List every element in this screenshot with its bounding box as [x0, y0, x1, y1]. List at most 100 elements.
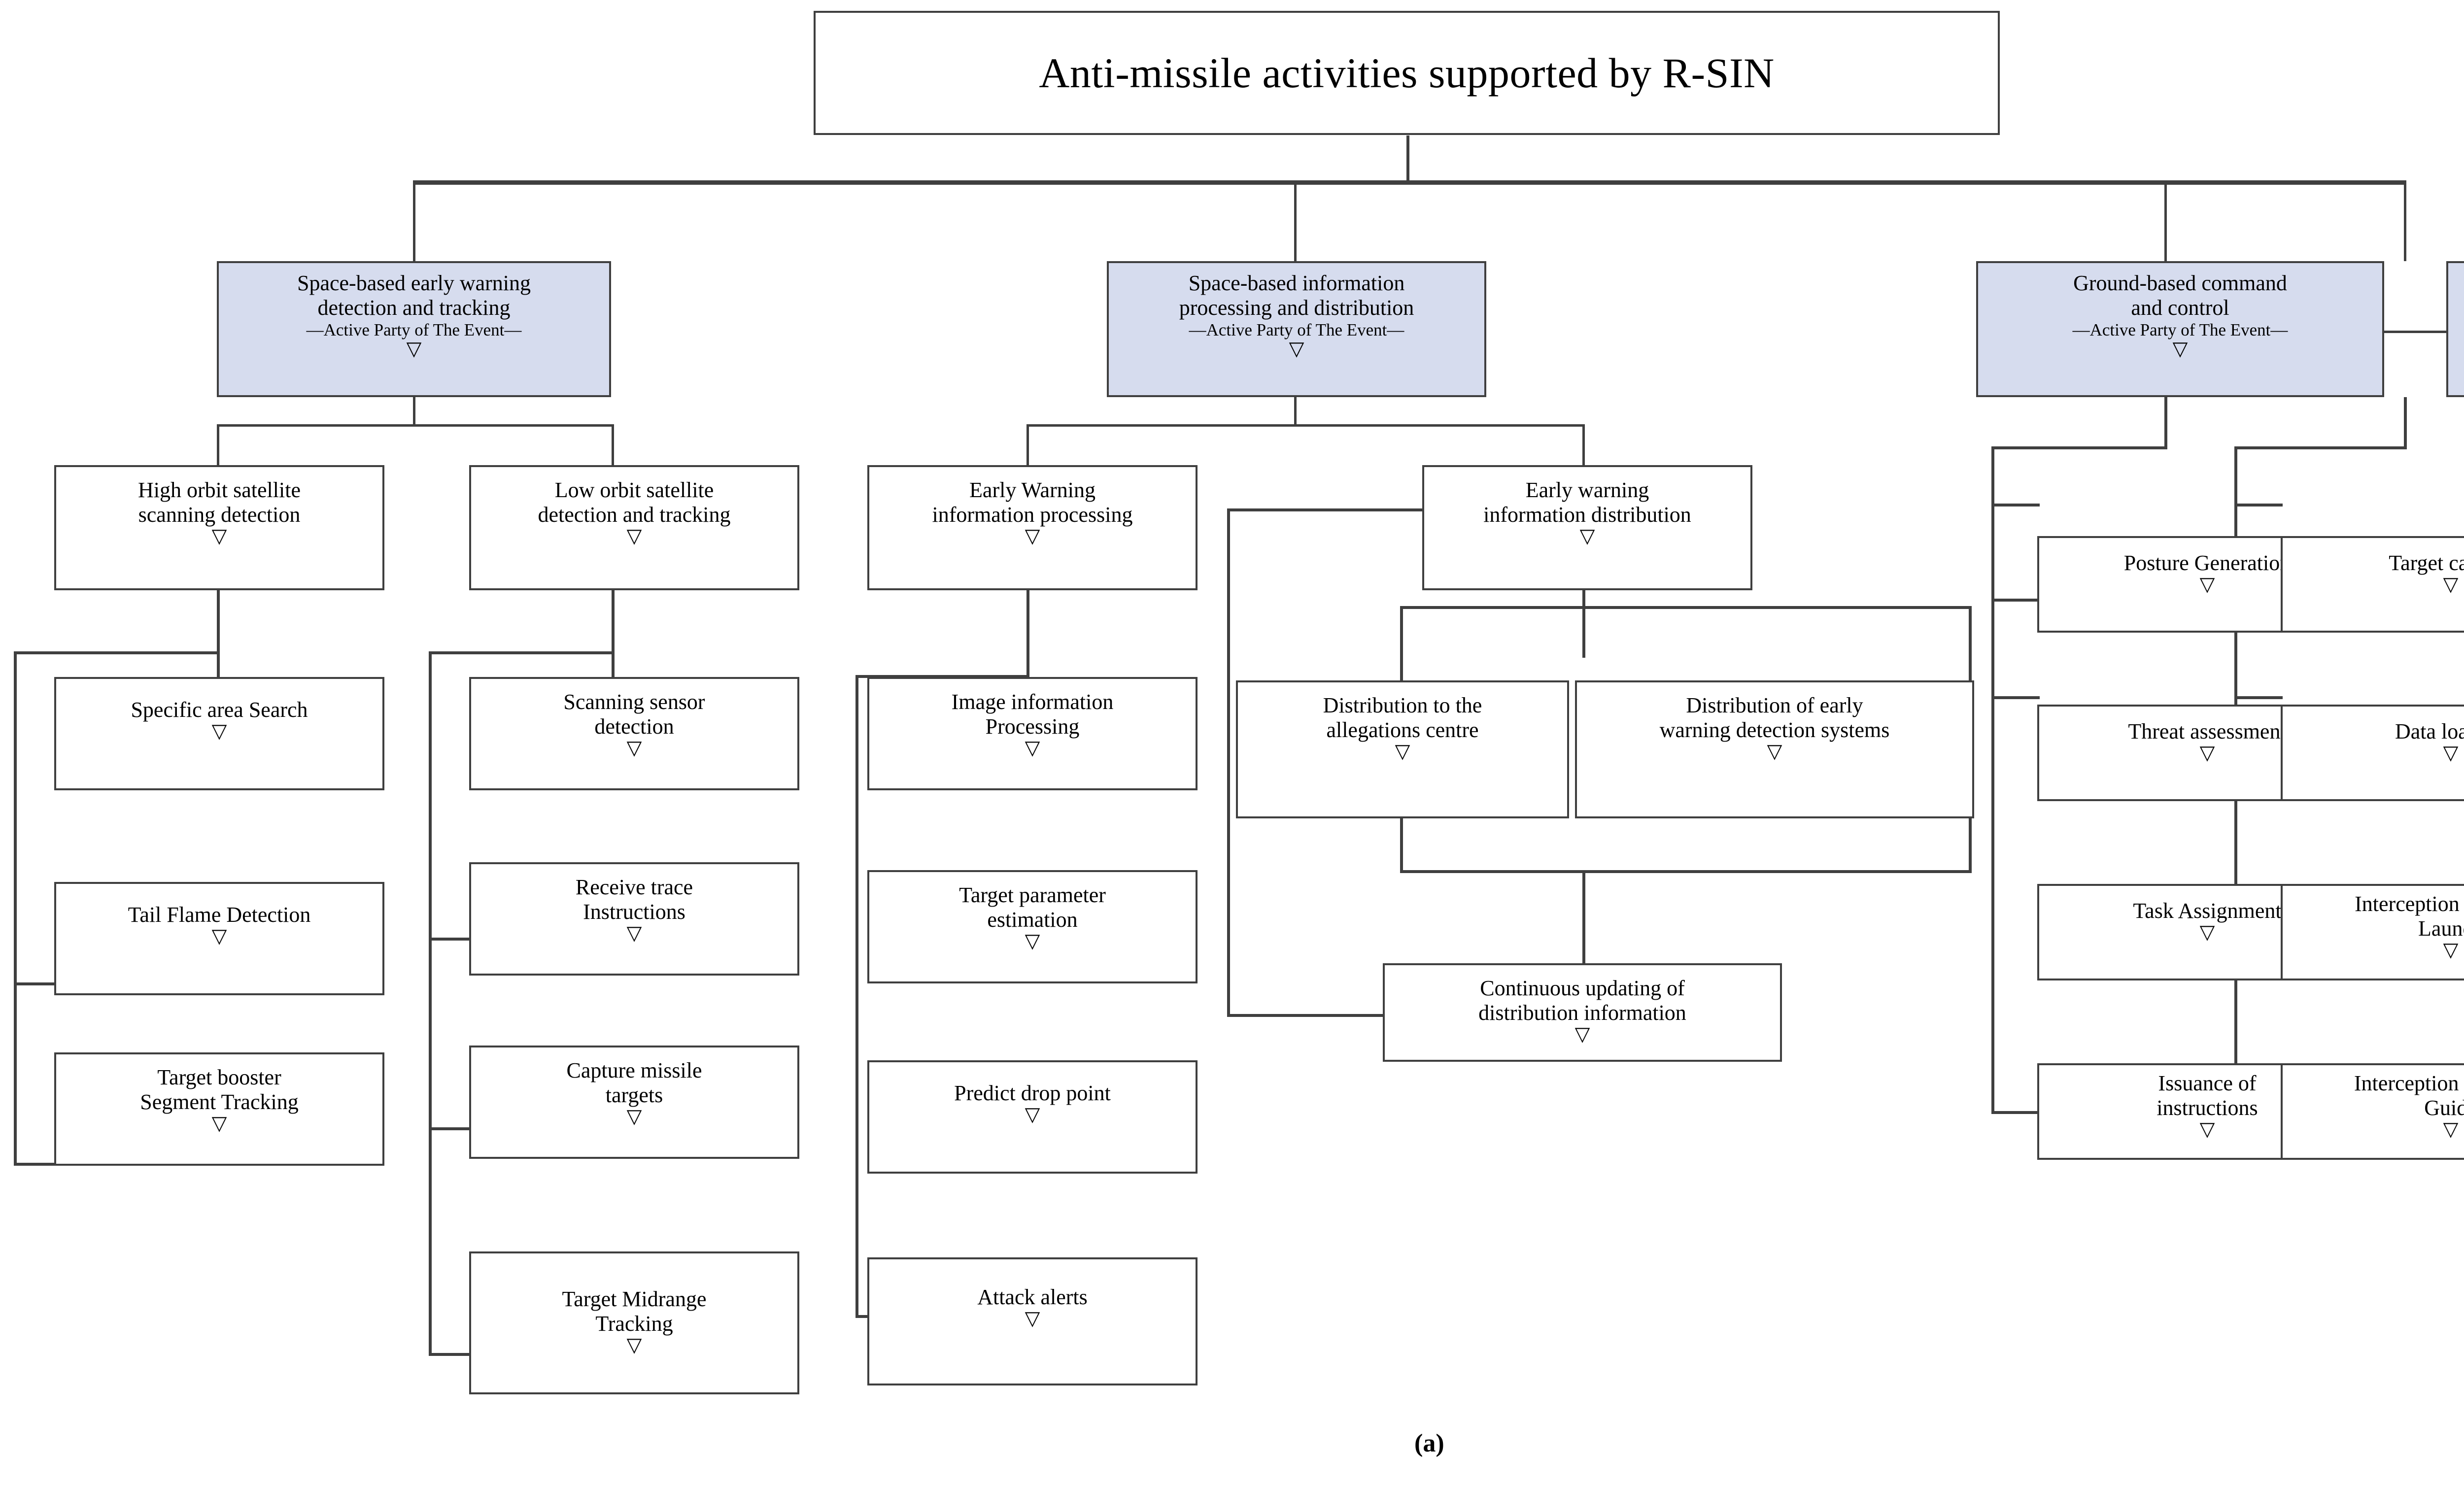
connector-g22-trunk — [1227, 508, 1230, 1017]
connector-b2-bus — [1027, 424, 1585, 427]
connector-branch3-branch4 — [2383, 331, 2446, 333]
node-label: Ground-based command and control — [2073, 271, 2287, 320]
connector-g12-stem — [612, 590, 615, 677]
connector-b3-stub-2 — [1991, 599, 2040, 602]
chevron-down-icon: ▽ — [1025, 737, 1040, 759]
connector-b3-trunk — [1991, 446, 1994, 1114]
node-interception-projectile-guide[interactable]: Interception Projectile Guide ▽ — [2281, 1063, 2464, 1160]
node-label: Early Warning information processing — [932, 478, 1133, 527]
connector-g11-trunk — [14, 651, 17, 1166]
connector-root-stem — [1406, 135, 1409, 182]
node-capture-missile-targets[interactable]: Capture missile targets ▽ — [469, 1046, 799, 1159]
node-label: Predict drop point — [954, 1081, 1111, 1105]
node-attack-alerts[interactable]: Attack alerts ▽ — [867, 1257, 1198, 1385]
chevron-down-icon: ▽ — [2199, 921, 2215, 944]
connector-g12-corner — [429, 651, 615, 654]
chevron-down-icon: ▽ — [1767, 740, 1782, 763]
connector-b4-stem — [2404, 397, 2407, 448]
node-label: Receive trace Instructions — [575, 875, 693, 924]
chevron-down-icon: ▽ — [1395, 740, 1410, 763]
chevron-down-icon: ▽ — [2199, 742, 2215, 764]
node-high-orbit-satellite-scanning-detection[interactable]: High orbit satellite scanning detection … — [54, 465, 384, 590]
chevron-down-icon: ▽ — [626, 922, 642, 945]
node-label: Target Midrange Tracking — [562, 1287, 707, 1336]
chevron-down-icon: ▽ — [1025, 930, 1040, 952]
chevron-down-icon: ▽ — [2172, 338, 2188, 360]
node-root-label: Anti-missile activities supported by R-S… — [1039, 49, 1775, 97]
node-target-midrange-tracking[interactable]: Target Midrange Tracking ▽ — [469, 1251, 799, 1394]
node-target-parameter-estimation[interactable]: Target parameter estimation ▽ — [867, 870, 1198, 983]
connector-g22-merge-bus — [1400, 870, 1972, 873]
chevron-down-icon: ▽ — [211, 720, 227, 742]
node-label: Attack alerts — [977, 1285, 1088, 1309]
node-role-tag: —Active Party of The Event— — [2072, 320, 2288, 340]
chevron-down-icon: ▽ — [2443, 742, 2459, 764]
connector-b4-stub-1 — [2234, 504, 2283, 506]
chevron-down-icon: ▽ — [1579, 525, 1595, 547]
node-low-orbit-satellite-detection-and-tracking[interactable]: Low orbit satellite detection and tracki… — [469, 465, 799, 590]
connector-g22-pair-bus — [1400, 606, 1972, 609]
node-label: Capture missile targets — [566, 1058, 702, 1108]
connector-g21-stem — [1027, 590, 1029, 677]
connector-b1-stem — [413, 397, 415, 426]
node-root[interactable]: Anti-missile activities supported by R-S… — [814, 11, 2000, 135]
connector-b2-drop-g2 — [1582, 424, 1585, 465]
node-label: Target capture — [2389, 551, 2464, 575]
node-distribution-of-early-warning-detection-systems[interactable]: Distribution of early warning detection … — [1575, 680, 1974, 818]
chevron-down-icon: ▽ — [406, 338, 422, 360]
node-early-warning-information-processing[interactable]: Early Warning information processing ▽ — [867, 465, 1198, 590]
node-label: Threat assessment — [2128, 719, 2287, 743]
chevron-down-icon: ▽ — [1025, 1103, 1040, 1126]
node-label: Data loading — [2395, 719, 2464, 743]
connector-b1-drop-g2 — [612, 424, 614, 465]
node-continuous-updating-of-distribution-information[interactable]: Continuous updating of distribution info… — [1383, 963, 1782, 1062]
node-tail-flame-detection[interactable]: Tail Flame Detection ▽ — [54, 882, 384, 995]
node-receive-trace-instructions[interactable]: Receive trace Instructions ▽ — [469, 862, 799, 976]
node-early-warning-information-distribution[interactable]: Early warning information distribution ▽ — [1422, 465, 1752, 590]
node-label: Posture Generation — [2123, 551, 2291, 575]
node-label: Distribution to the allegations centre — [1323, 693, 1482, 742]
node-label: Issuance of instructions — [2156, 1071, 2258, 1120]
chevron-down-icon: ▽ — [1574, 1023, 1590, 1046]
connector-root-bus — [413, 180, 2406, 185]
node-branch-space-info-processing[interactable]: Space-based information processing and d… — [1107, 261, 1486, 397]
connector-g22-merge-drop-r — [1969, 816, 1972, 873]
node-target-booster-segment-tracking[interactable]: Target booster Segment Tracking ▽ — [54, 1052, 384, 1166]
node-distribution-to-allegations-centre[interactable]: Distribution to the allegations centre ▽ — [1236, 680, 1569, 818]
node-data-loading[interactable]: Data loading ▽ — [2281, 705, 2464, 801]
chevron-down-icon: ▽ — [626, 737, 642, 759]
connector-root-drop-2 — [1294, 180, 1297, 261]
node-label: Target booster Segment Tracking — [140, 1065, 299, 1114]
chevron-down-icon: ▽ — [1025, 1307, 1040, 1330]
connector-b2-drop-g1 — [1027, 424, 1029, 465]
chevron-down-icon: ▽ — [1289, 338, 1304, 360]
connector-root-drop-4 — [2404, 180, 2406, 261]
node-scanning-sensor-detection[interactable]: Scanning sensor detection ▽ — [469, 677, 799, 790]
connector-g11-stem — [217, 590, 220, 677]
node-target-capture[interactable]: Target capture ▽ — [2281, 536, 2464, 633]
chevron-down-icon: ▽ — [2443, 939, 2459, 961]
connector-b1-drop-g1 — [217, 424, 219, 465]
connector-g12-trunk — [429, 651, 432, 1356]
node-image-information-processing[interactable]: Image information Processing ▽ — [867, 677, 1198, 790]
connector-g11-stub-3 — [14, 1163, 54, 1166]
connector-g11-stub-2 — [14, 982, 54, 985]
node-specific-area-search[interactable]: Specific area Search ▽ — [54, 677, 384, 790]
connector-b4-corner — [2234, 446, 2407, 449]
node-label: Target parameter estimation — [959, 883, 1106, 932]
chevron-down-icon: ▽ — [626, 1334, 642, 1356]
node-label: Scanning sensor detection — [563, 690, 705, 739]
node-label: Specific area Search — [131, 698, 308, 722]
node-label: Tail Flame Detection — [128, 903, 311, 927]
figure-caption: (a) — [1414, 1429, 1444, 1457]
chevron-down-icon: ▽ — [626, 1105, 642, 1128]
node-label: Image information Processing — [951, 690, 1114, 739]
connector-g21-trunk — [856, 675, 858, 1318]
node-branch-space-early-warning[interactable]: Space-based early warning detection and … — [217, 261, 611, 397]
node-branch-ground-command[interactable]: Ground-based command and control —Active… — [1976, 261, 2384, 397]
node-label: Early warning information distribution — [1483, 478, 1691, 527]
node-interception-projectile-launch[interactable]: Interception projectile Launch ▽ — [2281, 884, 2464, 980]
node-branch-interception-operations[interactable]: Anti-missile interception operations —Ac… — [2446, 261, 2464, 397]
node-predict-drop-point[interactable]: Predict drop point ▽ — [867, 1060, 1198, 1174]
